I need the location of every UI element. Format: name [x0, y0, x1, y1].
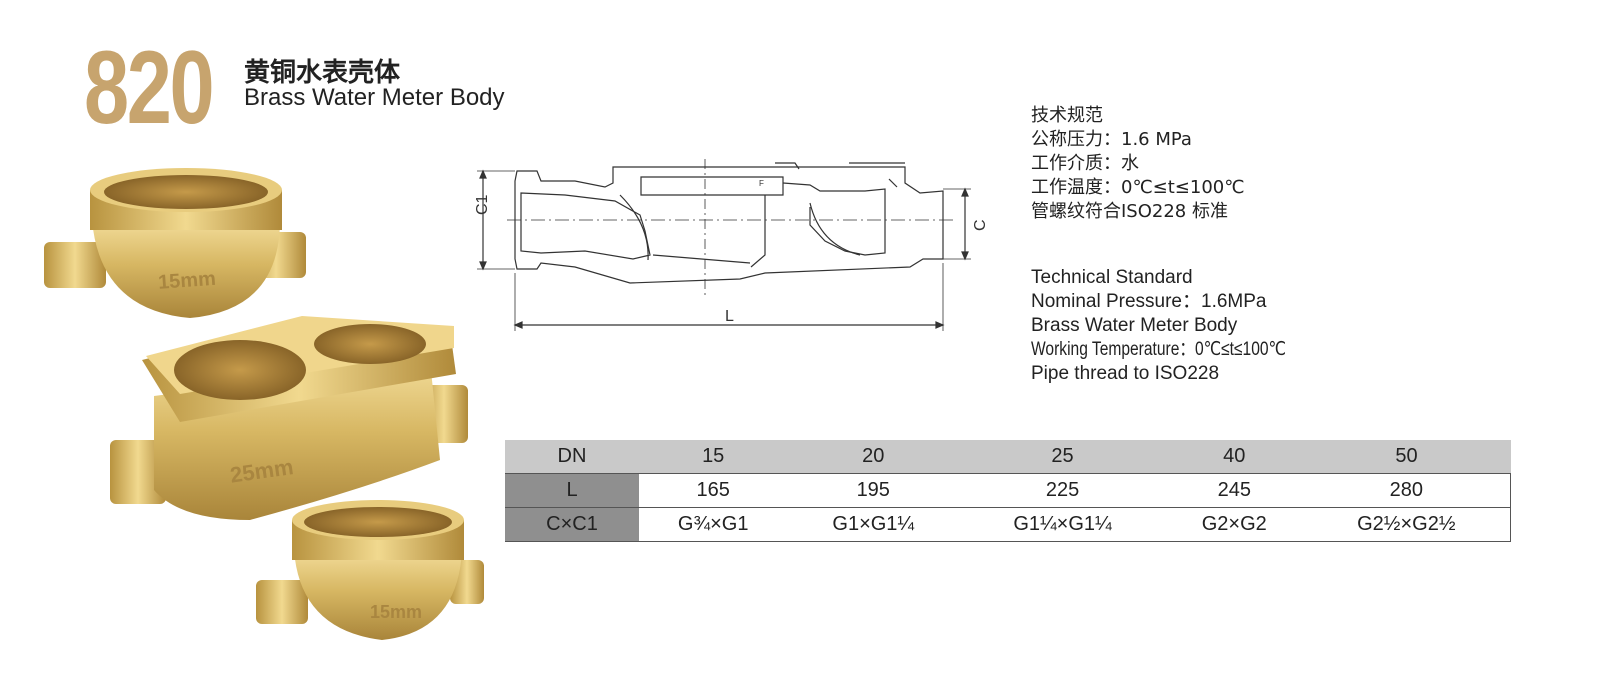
- table-cell: G1×G1¼: [787, 507, 960, 542]
- model-number: 820: [84, 30, 215, 146]
- table-row-label: C×C1: [505, 507, 639, 542]
- table-header-cell: 40: [1165, 440, 1303, 474]
- table-row-label: L: [505, 473, 639, 508]
- product-photos: 15mm 25mm 15mm: [44, 168, 484, 640]
- dimension-label-l: L: [725, 308, 734, 325]
- spec-en-thread: Pipe thread to ISO228: [1031, 363, 1220, 384]
- product-title-en: Brass Water Meter Body: [244, 84, 505, 111]
- table-cell: 245: [1165, 473, 1303, 508]
- spec-en-pressure: Nominal Pressure：1.6MPa: [1031, 291, 1267, 312]
- meter-body-small-bottom: 15mm: [256, 500, 484, 640]
- specification-table: DN 15 20 25 40 50 L 165 195 225 245 280 …: [505, 440, 1511, 542]
- table-header-cell: DN: [505, 440, 639, 474]
- spec-en-heading: Technical Standard: [1031, 267, 1193, 288]
- spec-cn-temperature: 工作温度：0℃≤t≤100℃: [1031, 177, 1245, 198]
- spec-cn-heading: 技术规范: [1031, 105, 1103, 126]
- table-row: L 165 195 225 245 280: [505, 473, 1511, 508]
- drawing-label-f: F: [759, 179, 764, 188]
- table-cell: 165: [639, 473, 788, 508]
- table-cell: G¾×G1: [639, 507, 788, 542]
- table-cell: G2×G2: [1165, 507, 1303, 542]
- table-row: C×C1 G¾×G1 G1×G1¼ G1¼×G1¼ G2×G2 G2½×G2½: [505, 507, 1511, 542]
- table-header-cell: 25: [959, 440, 1166, 474]
- spec-cn-medium: 工作介质：水: [1031, 153, 1139, 174]
- table-header-cell: 20: [787, 440, 960, 474]
- meter-body-small-top: 15mm: [44, 168, 306, 318]
- size-mark-15mm: 15mm: [157, 268, 216, 294]
- size-mark-15mm-bottom: 15mm: [370, 602, 422, 622]
- meter-body-large: 25mm: [110, 316, 468, 520]
- product-title-cn: 黄铜水表壳体: [244, 58, 401, 88]
- technical-spec-cn: 技术规范 公称压力：1.6 MPa 工作介质：水 工作温度：0℃≤t≤100℃ …: [1031, 104, 1244, 224]
- table-cell: 280: [1302, 473, 1511, 508]
- table-header-cell: 15: [639, 440, 788, 474]
- table-header-row: DN 15 20 25 40 50: [505, 440, 1511, 474]
- table-cell: 195: [787, 473, 960, 508]
- table-header-cell: 50: [1302, 440, 1511, 474]
- spec-cn-pressure: 公称压力：1.6 MPa: [1031, 129, 1192, 150]
- technical-spec-en: Technical Standard Nominal Pressure：1.6M…: [1031, 266, 1342, 386]
- table-cell: 225: [959, 473, 1166, 508]
- spec-en-temperature: Working Temperature：0℃≤t≤100℃: [1031, 339, 1287, 360]
- technical-drawing: C1 C L F: [474, 159, 989, 331]
- table-cell: G2½×G2½: [1302, 507, 1511, 542]
- spec-cn-thread: 管螺纹符合ISO228 标准: [1031, 201, 1228, 222]
- spec-en-product: Brass Water Meter Body: [1031, 315, 1238, 336]
- dimension-label-c1: C1: [474, 194, 491, 215]
- dimension-label-c: C: [972, 219, 989, 231]
- table-cell: G1¼×G1¼: [959, 507, 1166, 542]
